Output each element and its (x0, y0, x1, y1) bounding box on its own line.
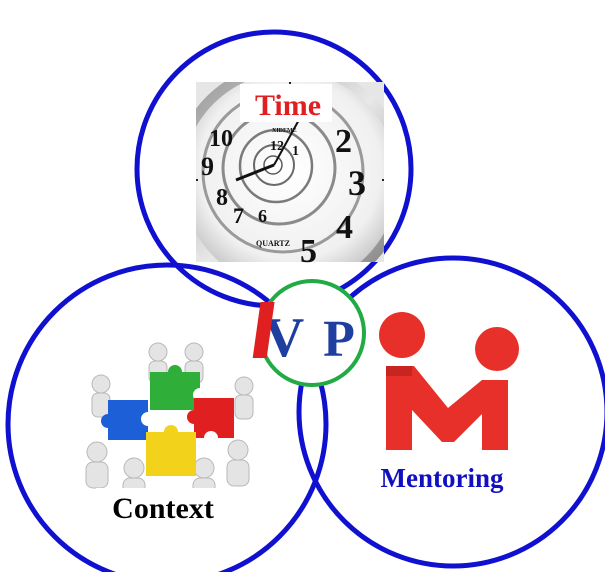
clock-number-10: 10 (209, 126, 233, 152)
vip-logo-p: P (323, 311, 355, 368)
puzzle-team-image (85, 342, 254, 503)
clock-number-7: 7 (233, 203, 244, 228)
mentoring-circle (296, 255, 605, 569)
time-label: Time (255, 89, 321, 122)
clock-number-9: 9 (201, 152, 214, 181)
clock-number-2: 2 (335, 123, 352, 160)
context-circle (5, 262, 329, 572)
vip-logo-ladder (218, 302, 275, 358)
mentoring-label: Mentoring (381, 463, 504, 493)
clock-quartz-text: QUARTZ (256, 239, 290, 248)
mentoring-m-figures-image (379, 312, 519, 450)
vip-logo: V I P (218, 279, 366, 387)
clock-number-1: 1 (292, 144, 299, 159)
clock-brand-text: XIDEME (272, 128, 297, 134)
clock-number-12: 12 (270, 139, 284, 154)
context-label: Context (112, 492, 214, 525)
clock-number-4: 4 (336, 209, 353, 246)
clock-number-6: 6 (258, 206, 267, 226)
clock-number-8: 8 (216, 185, 228, 211)
clock-number-5: 5 (300, 233, 317, 270)
clock-number-3: 3 (348, 163, 366, 203)
